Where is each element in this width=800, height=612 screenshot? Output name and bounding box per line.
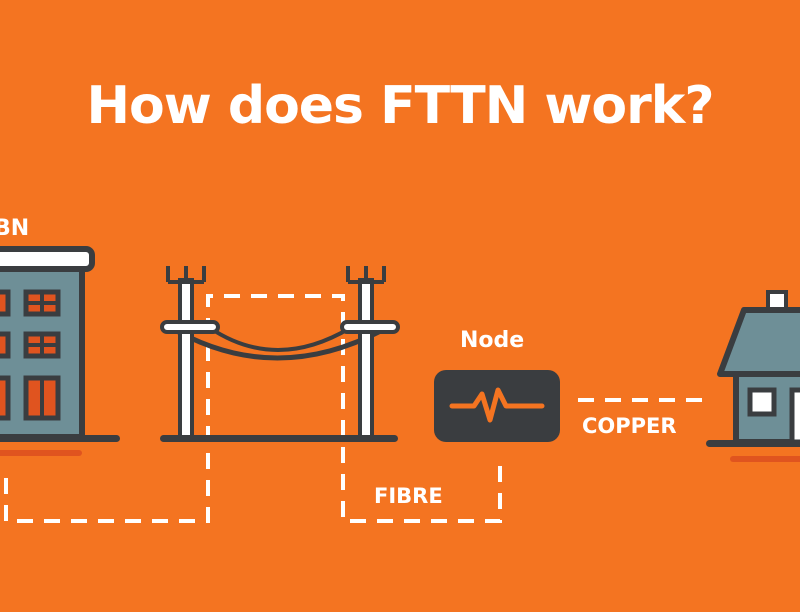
nbn-building-icon — [0, 246, 120, 456]
copper-label: COPPER — [582, 414, 677, 438]
page-title: How does FTTN work? — [86, 76, 714, 136]
fibre-dashed-line — [4, 294, 502, 523]
fibre-label: FIBRE — [374, 484, 443, 508]
power-poles-icon — [160, 266, 400, 442]
house-icon — [706, 290, 800, 462]
nbn-label: BN — [0, 216, 30, 241]
node-label: Node — [460, 328, 525, 353]
node-cabinet-icon — [434, 370, 560, 442]
